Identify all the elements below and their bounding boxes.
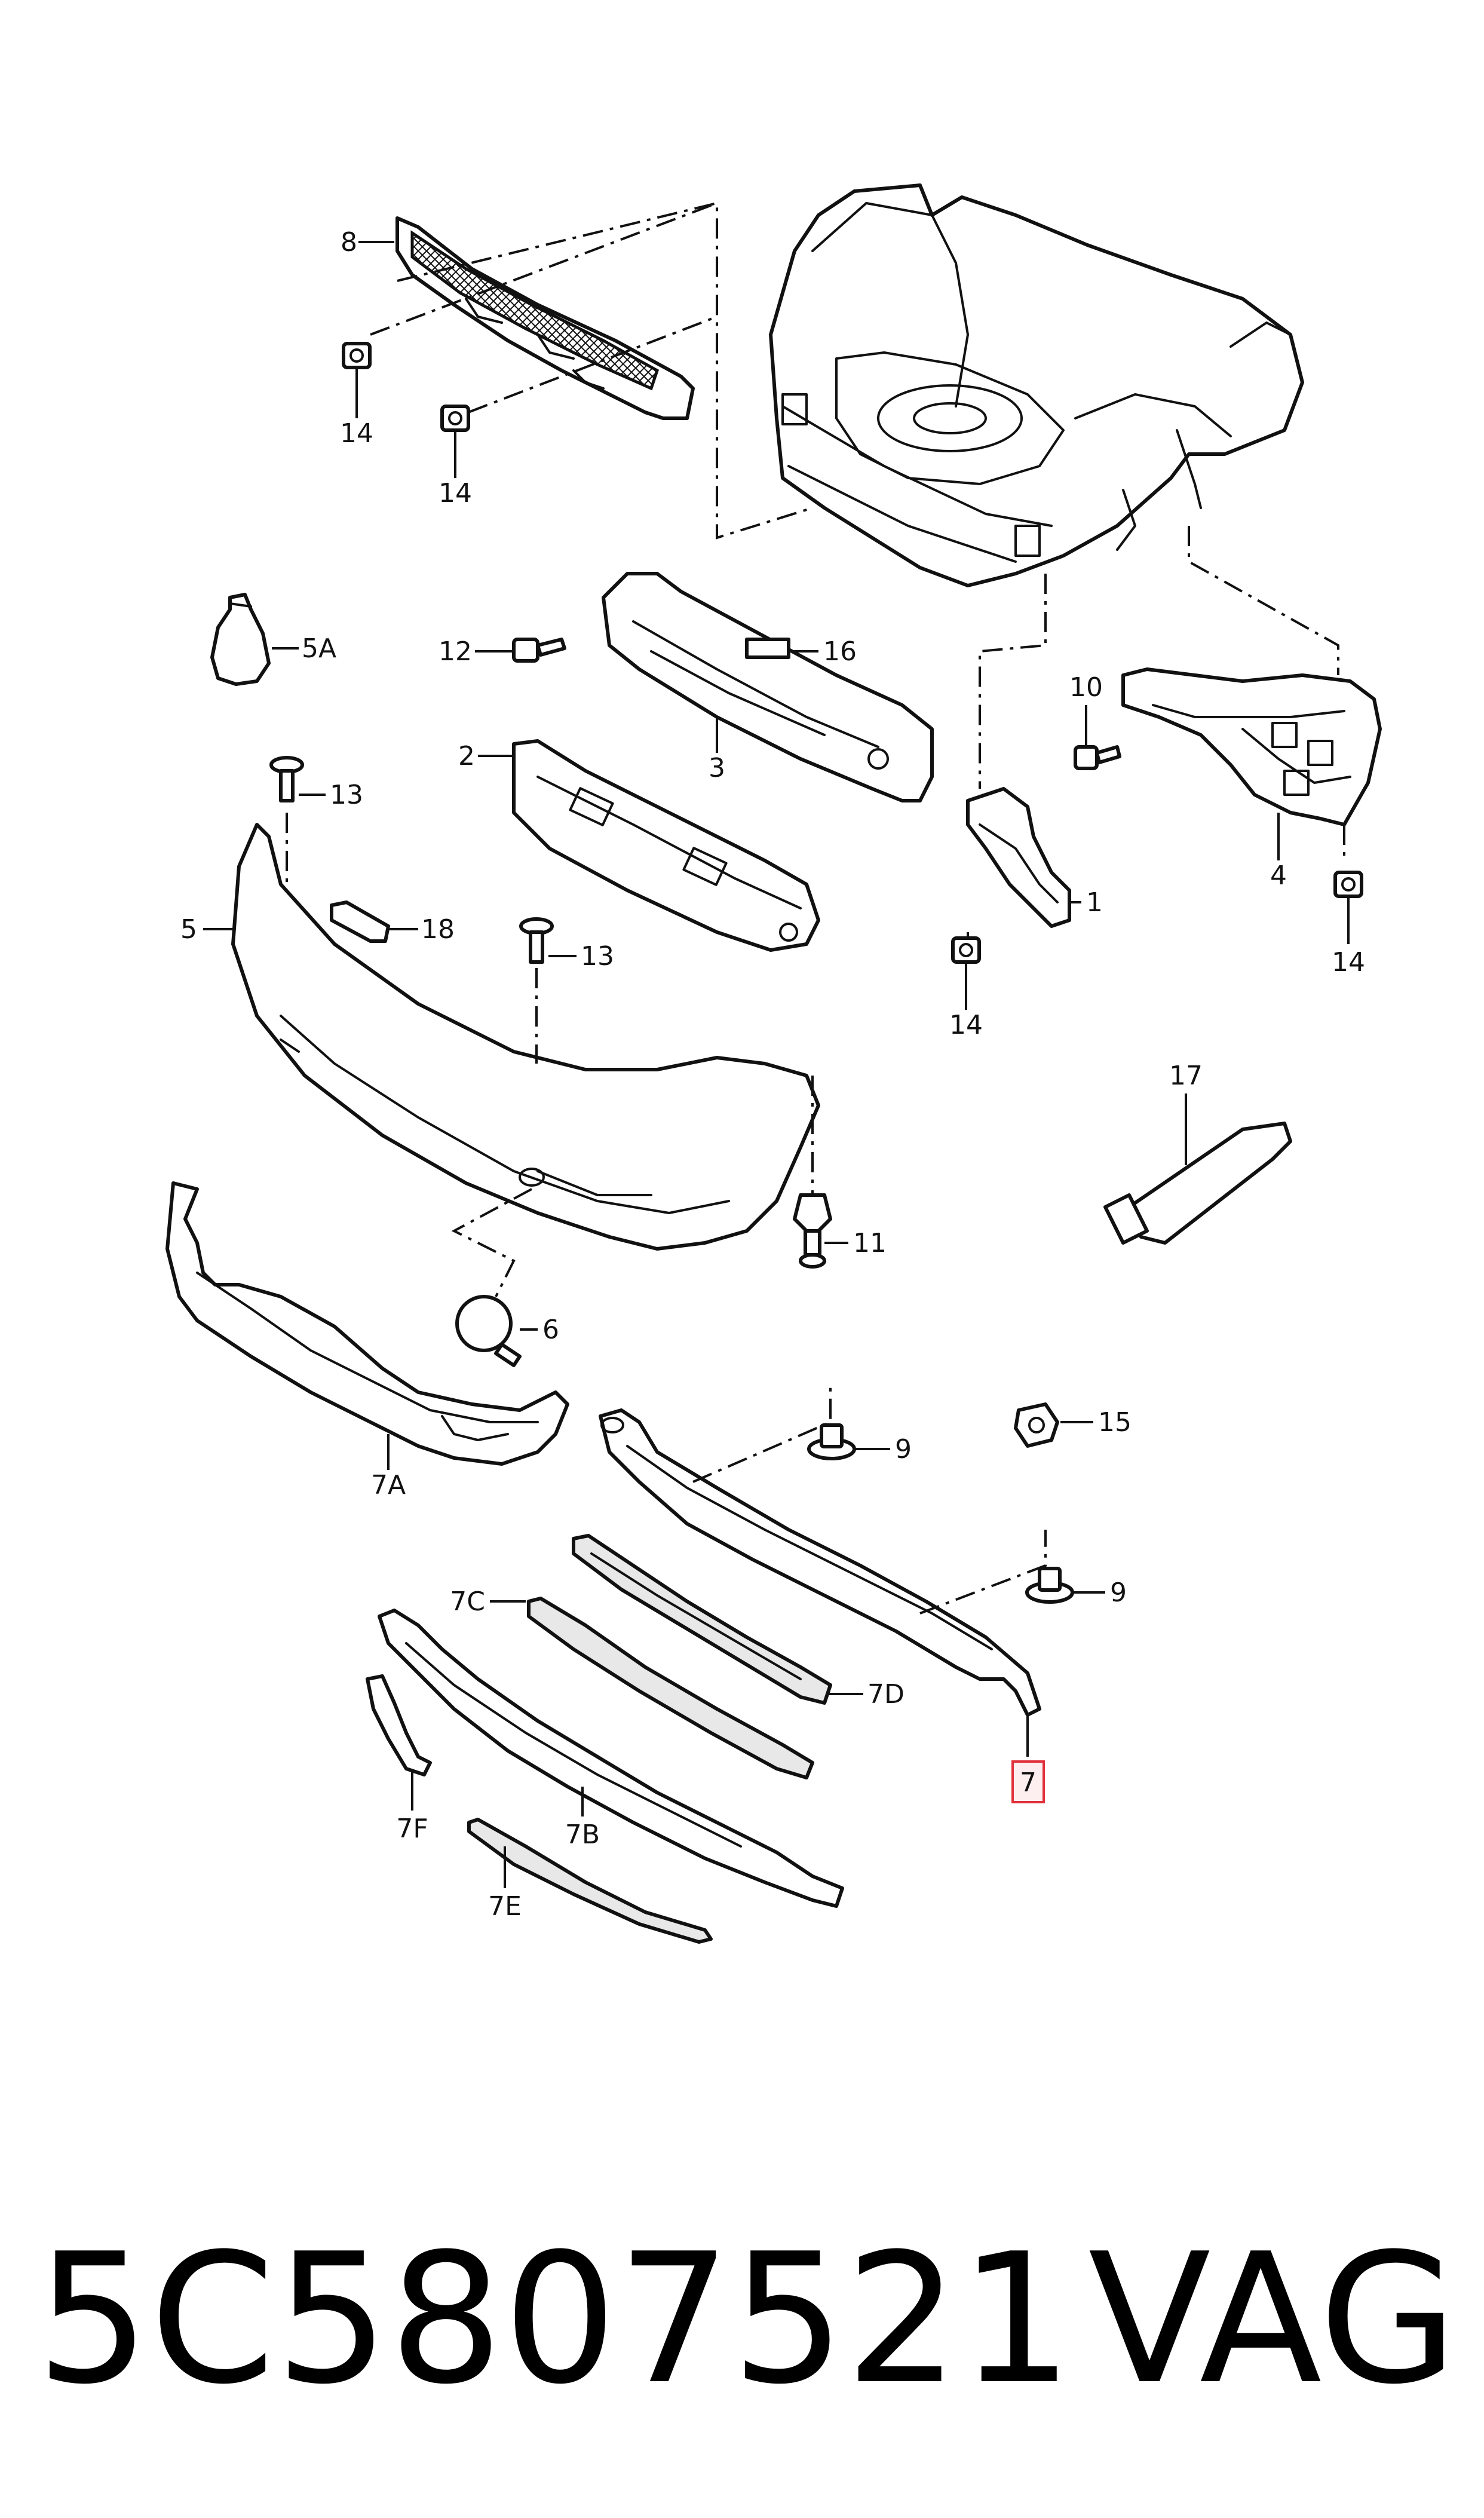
leader-lines <box>203 241 1350 1888</box>
callout-2: 2 <box>458 741 475 771</box>
screw-13a <box>269 756 304 802</box>
fasteners <box>269 342 1363 1604</box>
callout-7a: 7A <box>371 1470 406 1500</box>
part-4-side-guide <box>1121 667 1382 826</box>
clip-9a <box>807 1423 856 1460</box>
callout-6: 6 <box>542 1315 559 1345</box>
part-7e-chrome-strip <box>467 1818 713 1944</box>
callout-14c: 14 <box>949 1010 983 1040</box>
clip-11 <box>793 1193 832 1269</box>
callout-13a: 13 <box>330 780 363 810</box>
part-7c-trim-strip <box>527 1597 814 1779</box>
callout-7f: 7F <box>396 1814 428 1844</box>
callout-11: 11 <box>853 1228 887 1258</box>
callout-10: 10 <box>1069 672 1103 703</box>
callout-15: 15 <box>1098 1407 1132 1438</box>
callout-14d: 14 <box>1332 947 1365 978</box>
part-3-impact-beam <box>602 572 934 802</box>
part-number: 5C5807521 <box>36 2215 1073 2424</box>
callout-5a: 5A <box>302 633 336 664</box>
screw-13b <box>519 917 554 964</box>
clip-9b <box>1025 1567 1074 1604</box>
callout-17: 17 <box>1169 1061 1203 1091</box>
bolt-12 <box>512 638 566 663</box>
part-17-sealant-tube <box>1103 1122 1292 1245</box>
callout-9b: 9 <box>1110 1577 1127 1608</box>
callout-7d: 7D <box>867 1679 904 1710</box>
callout-14b: 14 <box>439 478 472 508</box>
part-18-pad <box>330 900 390 943</box>
callout-7: 7 <box>1020 1767 1037 1798</box>
callout-14a: 14 <box>340 418 373 449</box>
callout-7b: 7B <box>565 1819 600 1850</box>
callout-8: 8 <box>341 227 357 258</box>
callout-3: 3 <box>709 753 725 783</box>
callout-12: 12 <box>439 636 472 667</box>
bolt-10 <box>1074 745 1121 770</box>
part-7f-end-cap <box>366 1674 432 1776</box>
part-7b-lower-panel <box>378 1609 844 1908</box>
callout-labels: 8 14 14 5A 12 16 3 2 13 5 18 13 1 10 4 1… <box>180 227 1365 1922</box>
callout-7c: 7C <box>450 1586 485 1617</box>
part-8-mesh-cover <box>395 216 695 420</box>
nut-14b <box>440 405 470 432</box>
callout-7e: 7E <box>488 1891 522 1922</box>
callout-4: 4 <box>1270 860 1287 891</box>
callout-16: 16 <box>823 636 857 667</box>
brand-name: VAG <box>1089 2215 1458 2424</box>
callout-7-highlight-box <box>1011 1760 1045 1803</box>
part-2-energy-absorber <box>512 739 820 952</box>
nut-14c <box>951 936 981 964</box>
callout-5: 5 <box>180 914 197 945</box>
callout-18: 18 <box>421 914 455 945</box>
assembly-lines <box>286 201 1345 1615</box>
callout-9a: 9 <box>895 1434 912 1465</box>
part-6-tow-cover <box>455 1295 522 1367</box>
clip-16 <box>745 638 790 659</box>
part-5-bumper-cover <box>231 823 820 1251</box>
part-5a-grease-bag <box>210 593 271 686</box>
callout-1: 1 <box>1086 887 1103 918</box>
nut-14a <box>342 342 372 369</box>
car-rear-body <box>769 183 1304 587</box>
part-7a-spoiler <box>165 1181 569 1466</box>
callout-13b: 13 <box>581 941 614 972</box>
nut-14d <box>1333 871 1363 898</box>
part-1-bracket <box>966 787 1071 928</box>
nut-15 <box>1014 1402 1059 1448</box>
